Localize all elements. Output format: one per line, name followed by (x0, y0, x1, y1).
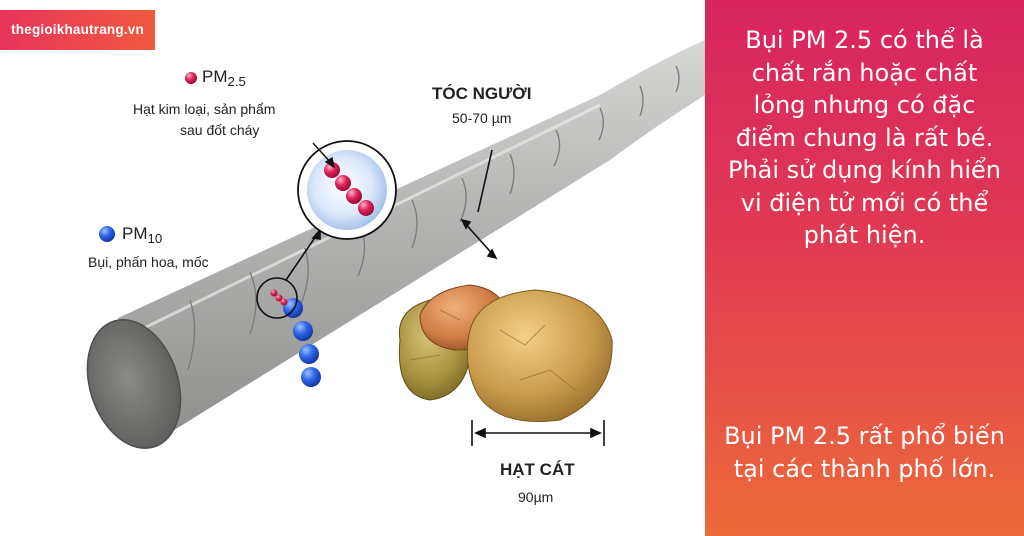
pm10-title: PM10 (122, 224, 163, 246)
pm10-subscript: 10 (147, 230, 163, 246)
pm25-name: PM (202, 67, 228, 86)
info-paragraph-1: Bụi PM 2.5 có thể là chất rắn hoặc chất … (727, 26, 1002, 249)
pm25-subscript: 2.5 (227, 73, 246, 89)
sand-title: HẠT CÁT (500, 460, 575, 479)
pm25-description-line1: Hạt kim loại, sản phẩm (133, 101, 276, 117)
diagram-illustration (86, 40, 705, 449)
pm25-legend-dot (185, 72, 197, 84)
pm10-description: Bụi, phấn hoa, mốc (88, 254, 209, 270)
sand-size: 90µm (518, 489, 554, 505)
info-panel: Bụi PM 2.5 có thể là chất rắn hoặc chất … (705, 0, 1024, 536)
hair-thickness-arrow (460, 149, 498, 260)
sand-dimension-line (471, 420, 605, 446)
pm10-legend-dot (99, 226, 115, 242)
pm25-label-pointer (312, 142, 336, 169)
hair-title: TÓC NGƯỜI (432, 84, 532, 103)
sand-grains (398, 284, 613, 423)
pm10-name: PM (122, 224, 148, 243)
info-paragraph-2: Bụi PM 2.5 rất phổ biến tại các thành ph… (724, 422, 1005, 483)
pm25-magnified-view (297, 140, 397, 240)
magnify-arrow (285, 227, 321, 281)
pm25-highlight-circle (256, 277, 298, 319)
hair-strand (86, 40, 705, 449)
brand-logo: thegioikhautrang.vn (0, 10, 155, 50)
hair-size: 50-70 µm (452, 110, 512, 126)
pm25-description-line2: sau đốt cháy (180, 122, 260, 138)
particle-size-diagram: thegioikhautrang.vn PM2.5 Hạt kim loại, … (0, 10, 705, 505)
pm25-title: PM2.5 (202, 67, 246, 89)
pm10-particles (283, 298, 321, 387)
